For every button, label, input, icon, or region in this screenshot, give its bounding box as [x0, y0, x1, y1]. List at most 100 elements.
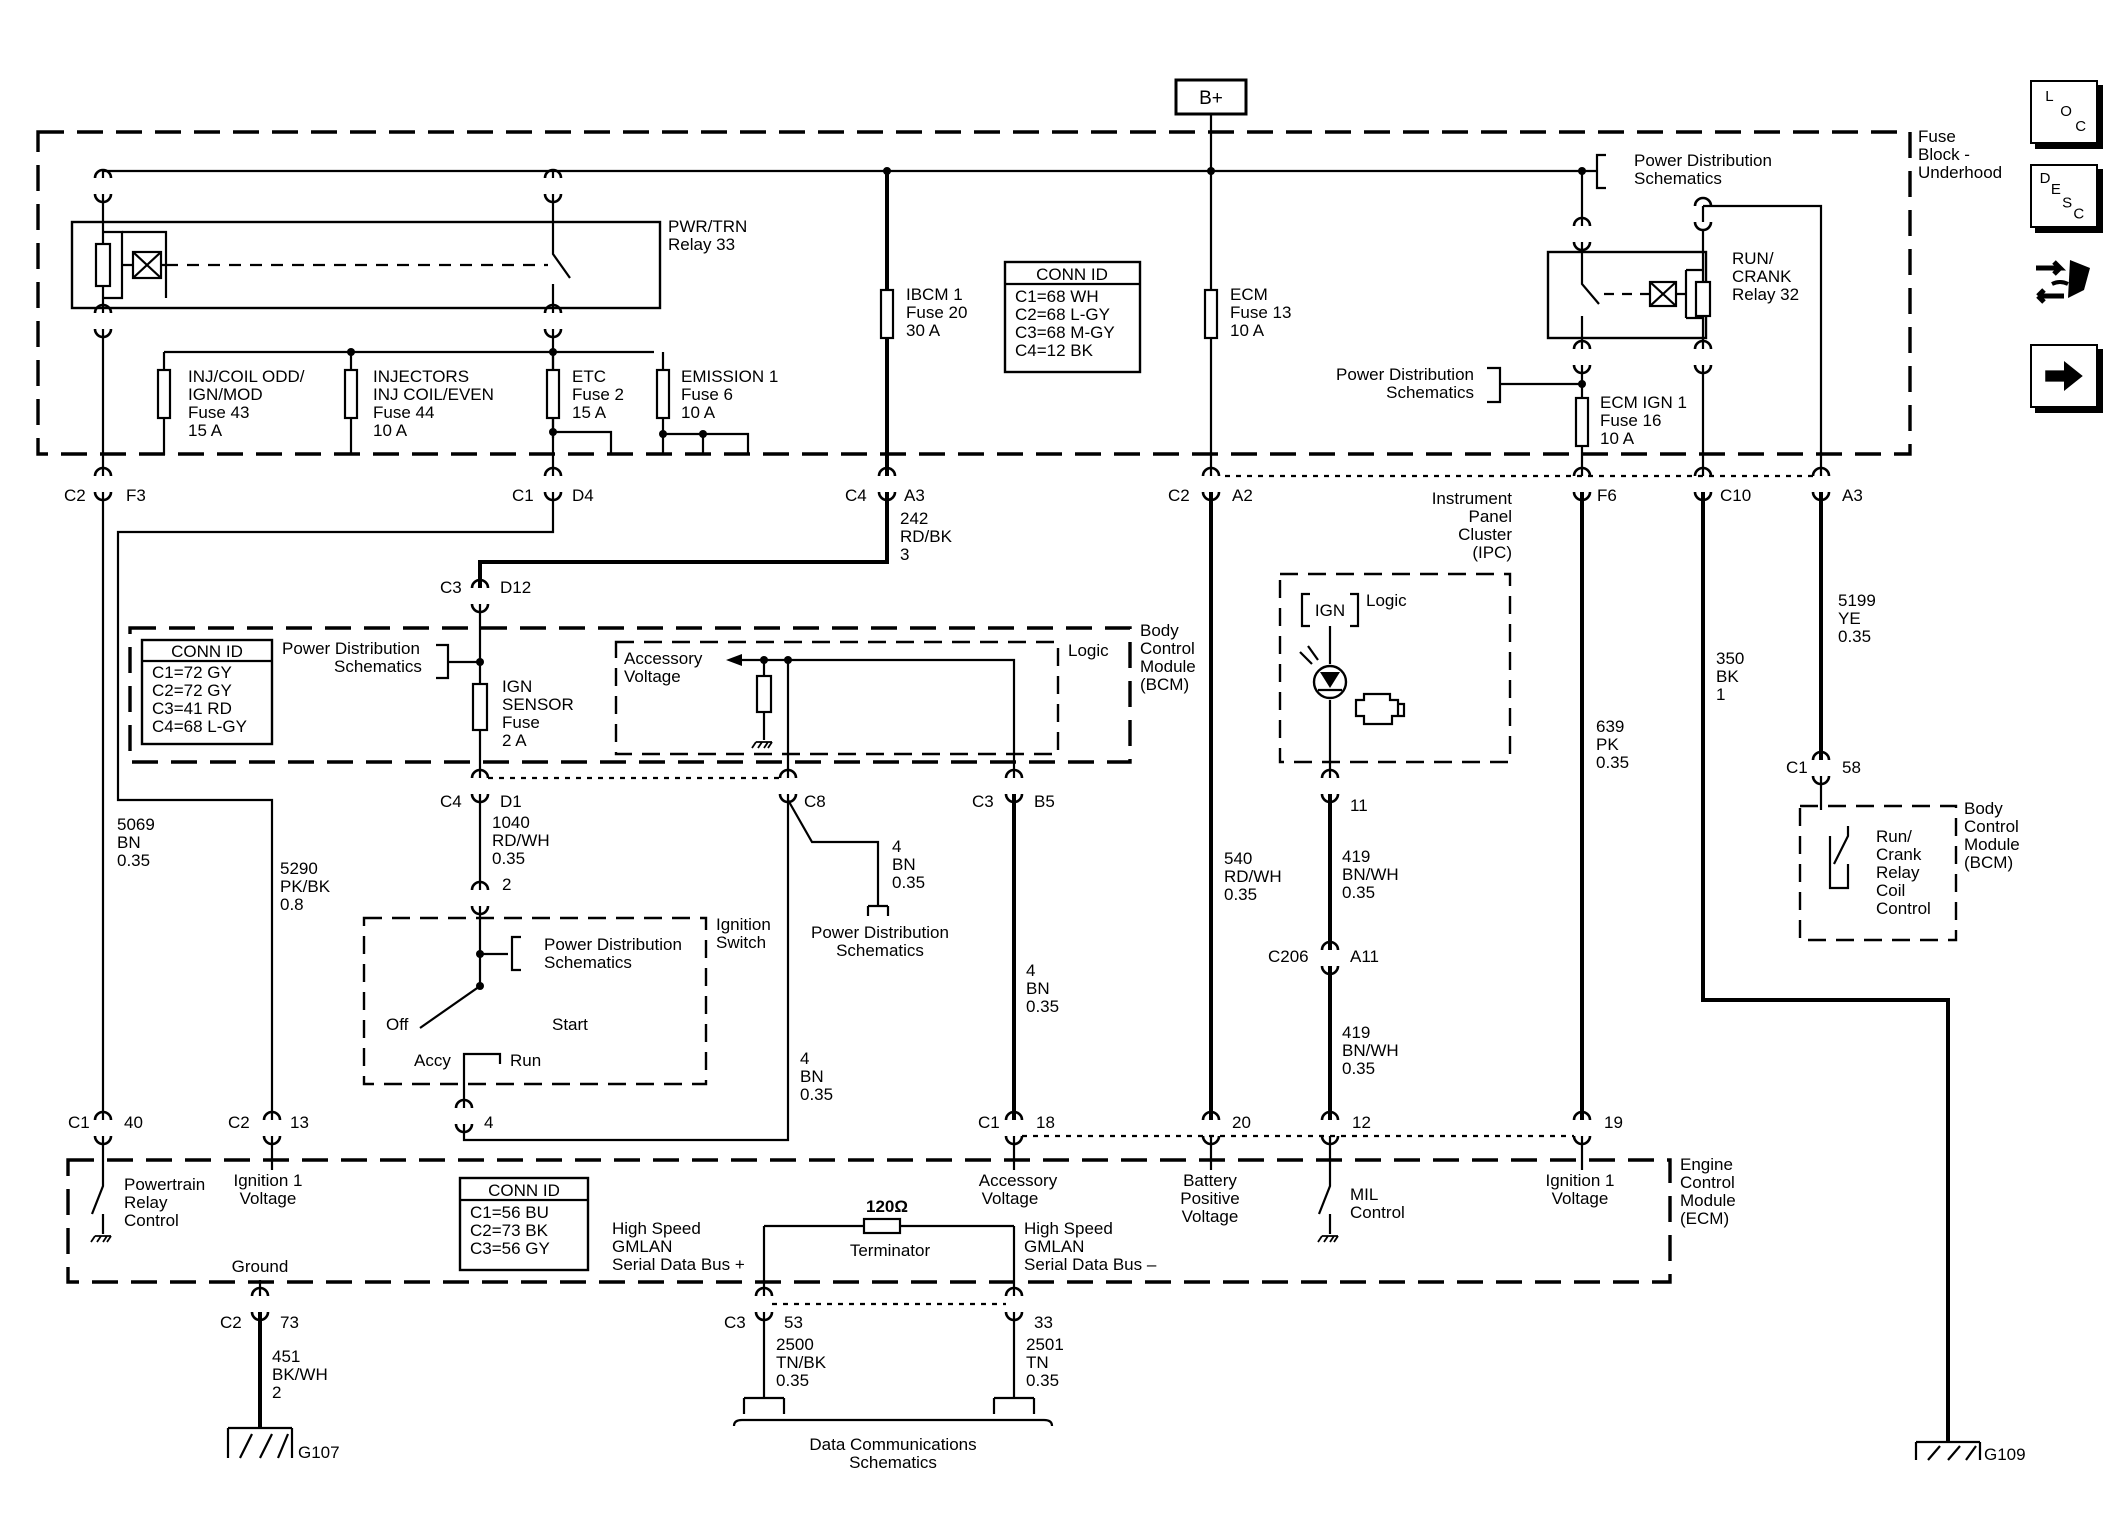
svg-text:Schematics: Schematics: [334, 657, 422, 676]
svg-text:Start: Start: [552, 1015, 588, 1034]
svg-text:419: 419: [1342, 847, 1370, 866]
svg-text:C206: C206: [1268, 947, 1309, 966]
svg-text:18: 18: [1036, 1113, 1055, 1132]
ground-g109: G109: [1914, 1440, 2026, 1464]
ignition-switch: Ignition Switch Power Distribution Schem…: [362, 906, 771, 1134]
svg-text:PK: PK: [1596, 735, 1619, 754]
svg-text:Fuse 44: Fuse 44: [373, 403, 434, 422]
svg-text:C2=68 L-GY: C2=68 L-GY: [1015, 305, 1110, 324]
svg-text:0.35: 0.35: [1342, 1059, 1375, 1078]
svg-text:C1: C1: [1786, 758, 1808, 777]
svg-text:Fuse 13: Fuse 13: [1230, 303, 1291, 322]
svg-text:BN: BN: [892, 855, 916, 874]
wire-1040: 1040 RD/WH 0.35 2: [470, 794, 550, 916]
svg-text:Voltage: Voltage: [1182, 1207, 1239, 1226]
svg-text:C3=68 M-GY: C3=68 M-GY: [1015, 323, 1115, 342]
svg-text:540: 540: [1224, 849, 1252, 868]
terminator-resistor: 120Ω Terminator: [762, 1197, 1016, 1296]
svg-text:B5: B5: [1034, 792, 1055, 811]
svg-text:Power Distribution: Power Distribution: [282, 639, 420, 658]
svg-text:D12: D12: [500, 578, 531, 597]
fuse-block-connectors: C2 F3 C1 D4 C4 A3 C2 A2 F6 C10 A3: [64, 466, 1863, 505]
svg-text:Terminator: Terminator: [850, 1241, 931, 1260]
svg-text:Fuse 2: Fuse 2: [572, 385, 624, 404]
wire-4-accessory: 4 BN 0.35: [1012, 794, 1059, 1120]
svg-text:Logic: Logic: [1366, 591, 1407, 610]
svg-text:40: 40: [124, 1113, 143, 1132]
svg-text:Fuse 6: Fuse 6: [681, 385, 733, 404]
svg-text:BK/WH: BK/WH: [272, 1365, 328, 1384]
svg-text:Cluster: Cluster: [1458, 525, 1512, 544]
svg-text:GMLAN: GMLAN: [1024, 1237, 1084, 1256]
engine-control-module: Engine Control Module (ECM) C1 40 C2 13 …: [66, 1110, 1736, 1296]
next-page-button[interactable]: [2030, 344, 2098, 408]
svg-text:INJECTORS: INJECTORS: [373, 367, 469, 386]
svg-text:Relay: Relay: [1876, 863, 1920, 882]
svg-text:350: 350: [1716, 649, 1744, 668]
svg-text:Fuse: Fuse: [502, 713, 540, 732]
svg-text:Voltage: Voltage: [624, 667, 681, 686]
svg-text:A3: A3: [1842, 486, 1863, 505]
pwr-trn-relay: PWR/TRN Relay 33: [70, 168, 747, 339]
svg-text:Control: Control: [1964, 817, 2019, 836]
svg-text:Fuse 20: Fuse 20: [906, 303, 967, 322]
svg-text:SENSOR: SENSOR: [502, 695, 574, 714]
svg-text:Serial Data Bus –: Serial Data Bus –: [1024, 1255, 1157, 1274]
svg-text:C: C: [2073, 206, 2084, 223]
svg-text:1: 1: [1716, 685, 1725, 704]
svg-text:0.35: 0.35: [1838, 627, 1871, 646]
connector-c4-d1: C4: [440, 792, 462, 811]
svg-text:0.35: 0.35: [117, 851, 150, 870]
ecm-conn-id-table: CONN ID C1=56 BU C2=73 BK C3=56 GY: [458, 1176, 590, 1272]
body-control-module-left: Body Control Module (BCM) C3 D12 CONN ID…: [128, 578, 1196, 804]
svg-text:C1: C1: [978, 1113, 1000, 1132]
svg-text:Ground: Ground: [232, 1257, 289, 1276]
svg-text:ETC: ETC: [572, 367, 606, 386]
svg-text:3: 3: [900, 545, 909, 564]
svg-text:2501: 2501: [1026, 1335, 1064, 1354]
svg-text:TN: TN: [1026, 1353, 1049, 1372]
svg-text:Control: Control: [1876, 899, 1931, 918]
loc-button[interactable]: L O C: [2030, 80, 2098, 144]
connector-views-icon[interactable]: [2030, 250, 2100, 320]
svg-text:4: 4: [800, 1049, 809, 1068]
fuse-ecm-ign: ECM IGN 1 Fuse 16 10 A: [1574, 365, 1687, 476]
desc-button[interactable]: D E S C: [2030, 164, 2098, 228]
svg-text:F3: F3: [126, 486, 146, 505]
svg-text:BN/WH: BN/WH: [1342, 865, 1399, 884]
svg-text:Positive: Positive: [1180, 1189, 1240, 1208]
svg-text:120Ω: 120Ω: [866, 1197, 908, 1216]
svg-text:Engine: Engine: [1680, 1155, 1733, 1174]
wire-5290: 5290 PK/BK 0.8: [116, 492, 555, 1120]
svg-text:Panel: Panel: [1469, 507, 1512, 526]
svg-text:0.35: 0.35: [1026, 1371, 1059, 1390]
svg-text:Fuse 43: Fuse 43: [188, 403, 249, 422]
svg-text:IGN: IGN: [1315, 601, 1345, 620]
fuse-inj-coil-odd: INJ/COIL ODD/ IGN/MOD Fuse 43 15 A: [156, 367, 305, 455]
svg-text:GMLAN: GMLAN: [612, 1237, 672, 1256]
svg-text:MIL: MIL: [1350, 1185, 1378, 1204]
svg-text:INJ/COIL ODD/: INJ/COIL ODD/: [188, 367, 305, 386]
svg-text:Accy: Accy: [414, 1051, 451, 1070]
svg-text:C2=73 BK: C2=73 BK: [470, 1221, 549, 1240]
svg-text:Control: Control: [1680, 1173, 1735, 1192]
fuse-ecm: ECM Fuse 13 10 A: [1203, 285, 1291, 340]
svg-text:Schematics: Schematics: [544, 953, 632, 972]
svg-text:0.35: 0.35: [1224, 885, 1257, 904]
svg-text:E: E: [2051, 181, 2061, 198]
svg-text:Run: Run: [510, 1051, 541, 1070]
svg-text:CONN ID: CONN ID: [171, 642, 243, 661]
svg-text:A2: A2: [1232, 486, 1253, 505]
svg-text:C4: C4: [845, 486, 867, 505]
svg-text:Voltage: Voltage: [1552, 1189, 1609, 1208]
svg-text:Powertrain: Powertrain: [124, 1175, 205, 1194]
svg-text:IGN/MOD: IGN/MOD: [188, 385, 263, 404]
svg-text:Block -: Block -: [1918, 145, 1970, 164]
svg-text:C2: C2: [220, 1313, 242, 1332]
svg-text:1040: 1040: [492, 813, 530, 832]
svg-text:D4: D4: [572, 486, 594, 505]
svg-text:IBCM 1: IBCM 1: [906, 285, 963, 304]
svg-text:Coil: Coil: [1876, 881, 1905, 900]
svg-text:(ECM): (ECM): [1680, 1209, 1729, 1228]
svg-text:4: 4: [1026, 961, 1035, 980]
